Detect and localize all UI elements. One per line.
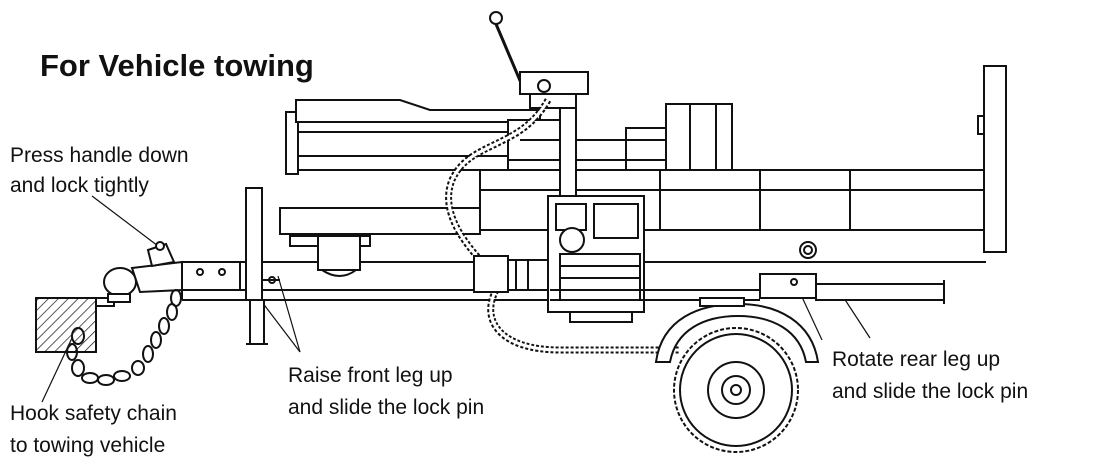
wheel-icon xyxy=(673,327,799,453)
press-handle-label-line1: Press handle down xyxy=(10,144,189,167)
press-handle-label-line2: and lock tightly xyxy=(10,174,149,197)
splitting-beam xyxy=(279,207,481,277)
hydraulic-hose-icon xyxy=(445,98,680,354)
front-leg-label-line2: and slide the lock pin xyxy=(288,396,484,419)
rear-frame xyxy=(550,241,986,304)
engine-icon xyxy=(547,195,645,323)
safety-chain-icon xyxy=(66,289,182,386)
fender xyxy=(654,297,820,363)
diagram-title: For Vehicle towing xyxy=(40,48,314,83)
hitch-coupler-icon xyxy=(103,241,183,303)
safety-chain-label-line2: to towing vehicle xyxy=(10,434,165,457)
rear-leg-label-line2: and slide the lock pin xyxy=(832,380,1028,403)
front-leg-label-line1: Raise front leg up xyxy=(288,364,453,387)
front-jack-leg xyxy=(245,187,280,345)
rear-leg-label-line1: Rotate rear leg up xyxy=(832,348,1000,371)
hydraulic-pump xyxy=(473,255,549,293)
hydraulic-cylinder xyxy=(285,99,569,175)
safety-chain-label-line1: Hook safety chain xyxy=(10,402,177,425)
